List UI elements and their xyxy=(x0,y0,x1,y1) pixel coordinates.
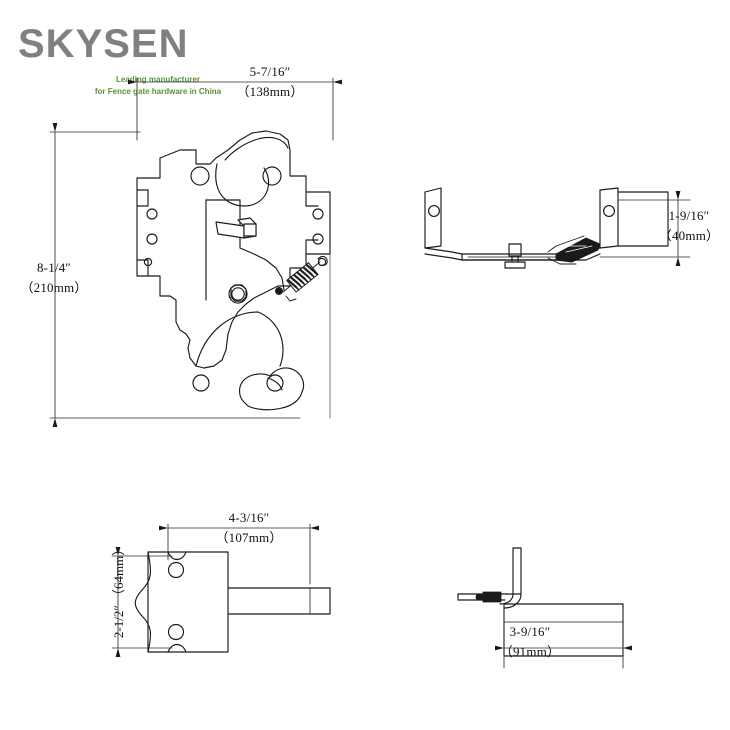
dimension-label-main-width: 5-7/16″ （138mm） xyxy=(210,62,330,102)
dimension-imperial: 3-9/16″ xyxy=(509,624,551,639)
dimension-metric: （40mm） xyxy=(658,228,720,244)
brand-tagline: Leading manufacturer for Fence gate hard… xyxy=(78,74,238,97)
dimension-lines-strike-front xyxy=(111,523,319,657)
strike-plate-front-view xyxy=(111,523,331,657)
dimension-lines-strike-side xyxy=(495,607,632,669)
dimension-label-plate-width: 4-3/16″ （107mm） xyxy=(188,508,310,548)
gate-latch-side-view xyxy=(424,187,691,269)
dimension-imperial: 5-7/16″ xyxy=(249,64,291,79)
dimension-lines-side-view xyxy=(599,191,691,266)
dimension-metric: （138mm） xyxy=(236,84,304,100)
brand-tagline-line1: Leading manufacturer xyxy=(115,75,200,84)
latch-tab-detail xyxy=(215,217,257,239)
gate-latch-front-view xyxy=(136,130,331,419)
dimension-imperial: 4-3/16″ xyxy=(228,510,270,525)
dimension-metric: （107mm） xyxy=(215,530,283,546)
brand-tagline-line2: for Fence gate hardware in China xyxy=(94,86,222,96)
dimension-lines-main-view xyxy=(49,77,342,427)
brand-logo: SKYSEN xyxy=(18,22,189,66)
strike-plate-side-view xyxy=(457,547,632,669)
latch-spring xyxy=(275,255,328,302)
